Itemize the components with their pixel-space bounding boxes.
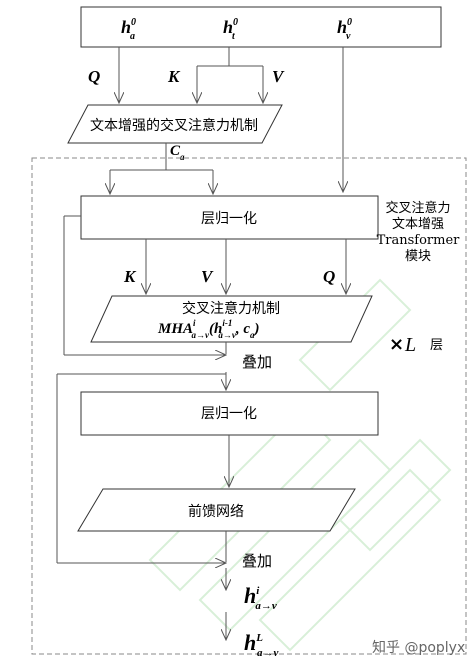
- text-enhanced-cross-attention-label: 文本增强的交叉注意力机制: [90, 117, 258, 134]
- feed-forward-block: [77, 488, 356, 532]
- repeat-l-symbol: L: [404, 334, 416, 356]
- v-mid-label: V: [201, 267, 214, 286]
- c-a-label: Ca: [170, 143, 185, 162]
- transformer-module-boundary: [31, 157, 467, 655]
- svg-text:模块: 模块: [405, 249, 431, 264]
- feed-forward-label: 前馈网络: [188, 503, 244, 520]
- text-enhanced-cross-attention-block: [67, 104, 283, 144]
- layer-norm-2: [80, 391, 379, 436]
- cross-attention-label: 交叉注意力机制: [182, 300, 280, 317]
- layer-norm-2-label: 层归一化: [201, 405, 257, 422]
- k-mid-label: K: [123, 267, 137, 286]
- layer-norm-1-label: 层归一化: [201, 210, 257, 227]
- top-connectors: [119, 47, 343, 192]
- repeat-unit: 层: [430, 338, 443, 353]
- module-title: 交叉注意力 文本增强 Transformer 模块: [377, 200, 461, 264]
- input-box: [80, 6, 442, 48]
- v-top-label: V: [272, 67, 285, 86]
- add-2-label: 叠加: [242, 552, 272, 570]
- q-mid-label: Q: [323, 267, 335, 286]
- cross-attention-block: [90, 295, 373, 343]
- repeat-times-symbol: ×: [389, 334, 404, 355]
- layer-norm-1: [80, 195, 379, 240]
- kvq-connectors: [146, 239, 346, 294]
- ca-split: [110, 169, 213, 194]
- watermark-text: 知乎 @poplyx: [372, 639, 465, 656]
- q-top-label: Q: [88, 67, 100, 86]
- residual-path-2: [56, 373, 226, 563]
- add-1-label: 叠加: [242, 353, 272, 371]
- residual-path-1: [63, 215, 226, 355]
- svg-text:交叉注意力: 交叉注意力: [385, 200, 450, 216]
- svg-text:文本增强: 文本增强: [392, 217, 444, 232]
- k-top-label: K: [167, 67, 181, 86]
- svg-text:Transformer: Transformer: [377, 233, 461, 248]
